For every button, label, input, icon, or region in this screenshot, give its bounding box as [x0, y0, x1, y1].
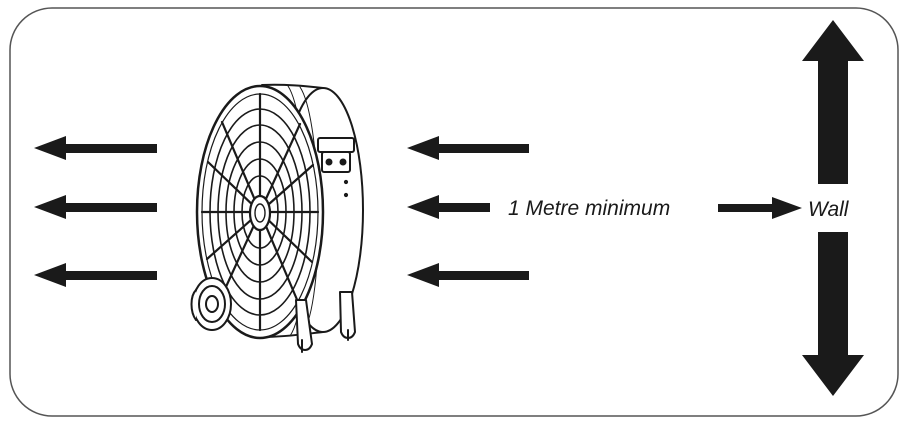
- wall-double-arrow-icon: [802, 20, 864, 396]
- distance-label: 1 Metre minimum: [508, 197, 670, 220]
- to-wall-arrow: [718, 197, 802, 219]
- fan-hub: [248, 194, 272, 232]
- fan-handle-bracket: [317, 137, 355, 173]
- wall-arrow-up: [802, 20, 864, 184]
- outflow-arrow-bottom: [34, 263, 157, 287]
- fan-wheel: [190, 277, 232, 331]
- drum-fan-icon: [190, 83, 364, 353]
- wall-label: Wall: [808, 198, 850, 221]
- outflow-arrow-top: [34, 136, 157, 160]
- wall-arrow-down: [802, 232, 864, 396]
- inflow-arrows: [407, 136, 529, 287]
- inflow-arrow-top: [407, 136, 529, 160]
- outflow-arrows: [34, 136, 157, 287]
- outflow-arrow-middle: [34, 195, 157, 219]
- inflow-arrow-middle: [407, 195, 490, 219]
- fan-legs: [295, 291, 356, 353]
- inflow-arrow-bottom: [407, 263, 529, 287]
